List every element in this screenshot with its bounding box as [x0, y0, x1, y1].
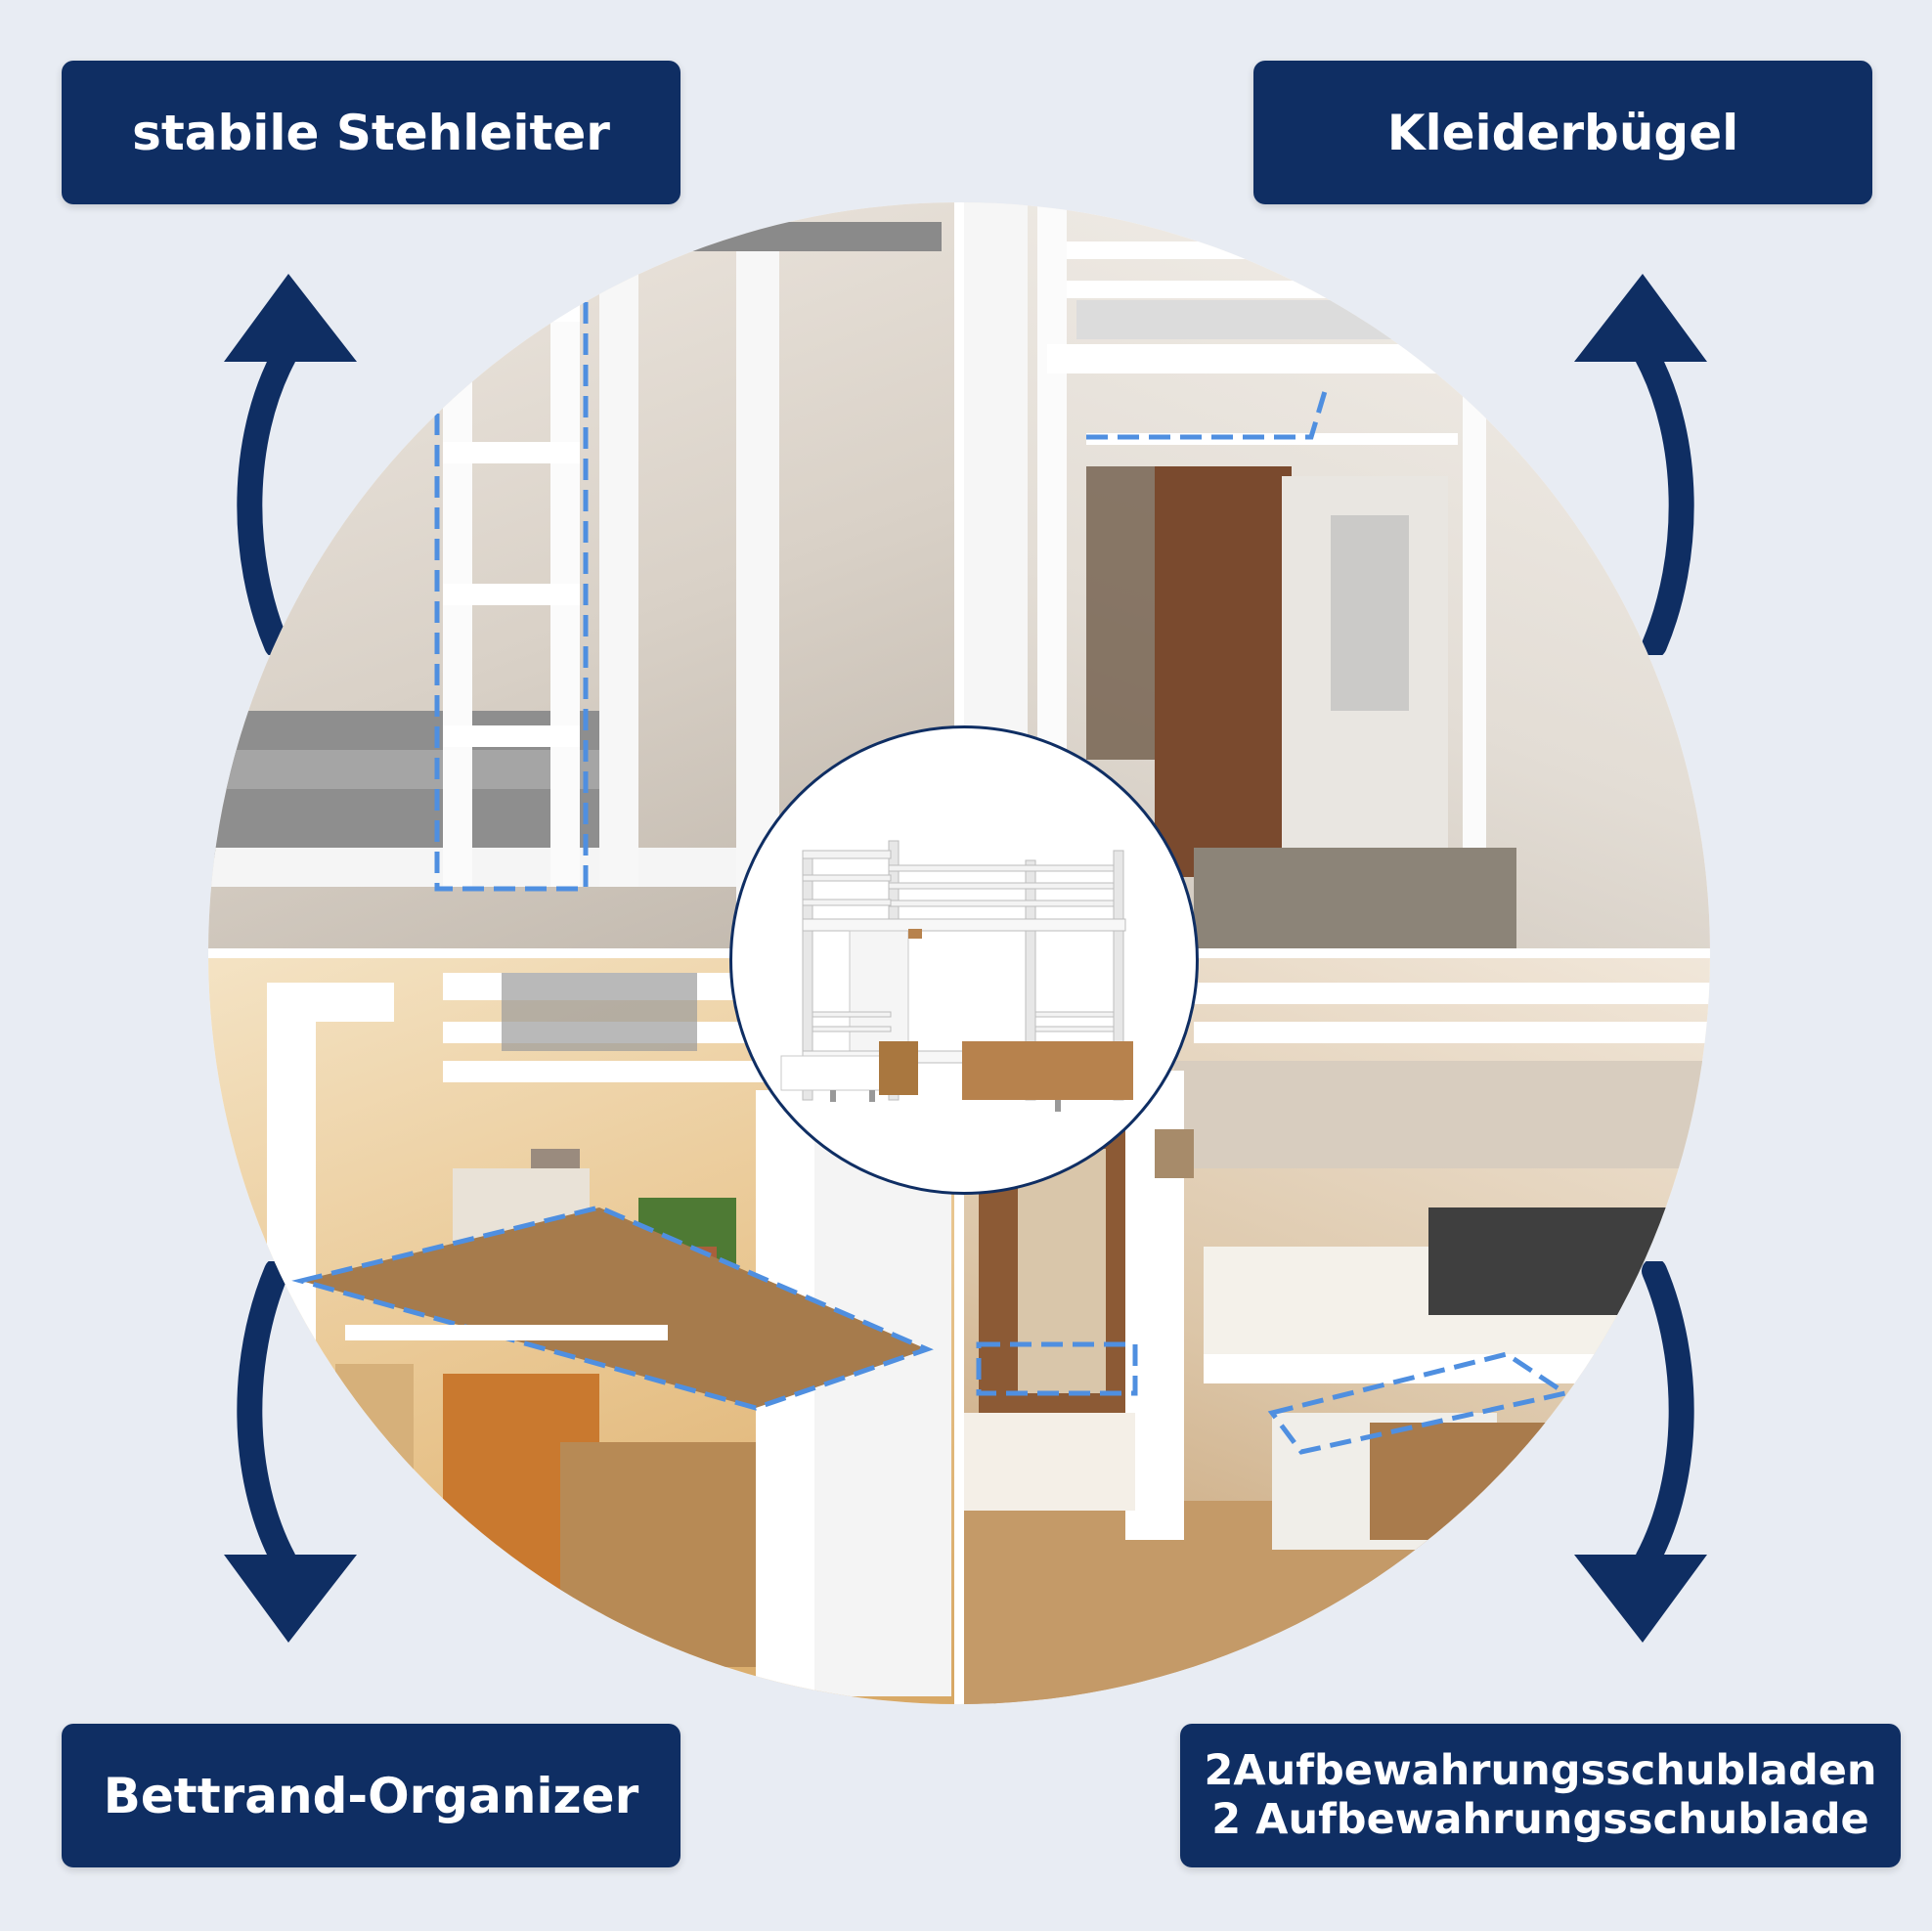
photo-storage-drawers [959, 953, 1710, 1704]
label-kleiderbuegel: Kleiderbügel [1253, 61, 1872, 204]
label-text: stabile Stehleiter [132, 104, 610, 161]
product-overview-image [729, 725, 1199, 1195]
label-text: Kleiderbügel [1386, 104, 1739, 161]
label-text-line-1: 2Aufbewahrungsschubladen [1204, 1746, 1877, 1796]
label-stabile-stehleiter: stabile Stehleiter [62, 61, 681, 204]
label-text-line-2: 2 Aufbewahrungsschublade [1211, 1794, 1869, 1844]
label-aufbewahrungsschubladen: 2Aufbewahrungsschubladen 2 Aufbewahrungs… [1180, 1724, 1901, 1867]
bunk-bed-drawing [780, 840, 1133, 1112]
label-bettrand-organizer: Bettrand-Organizer [62, 1724, 681, 1867]
label-text: Bettrand-Organizer [103, 1767, 639, 1824]
